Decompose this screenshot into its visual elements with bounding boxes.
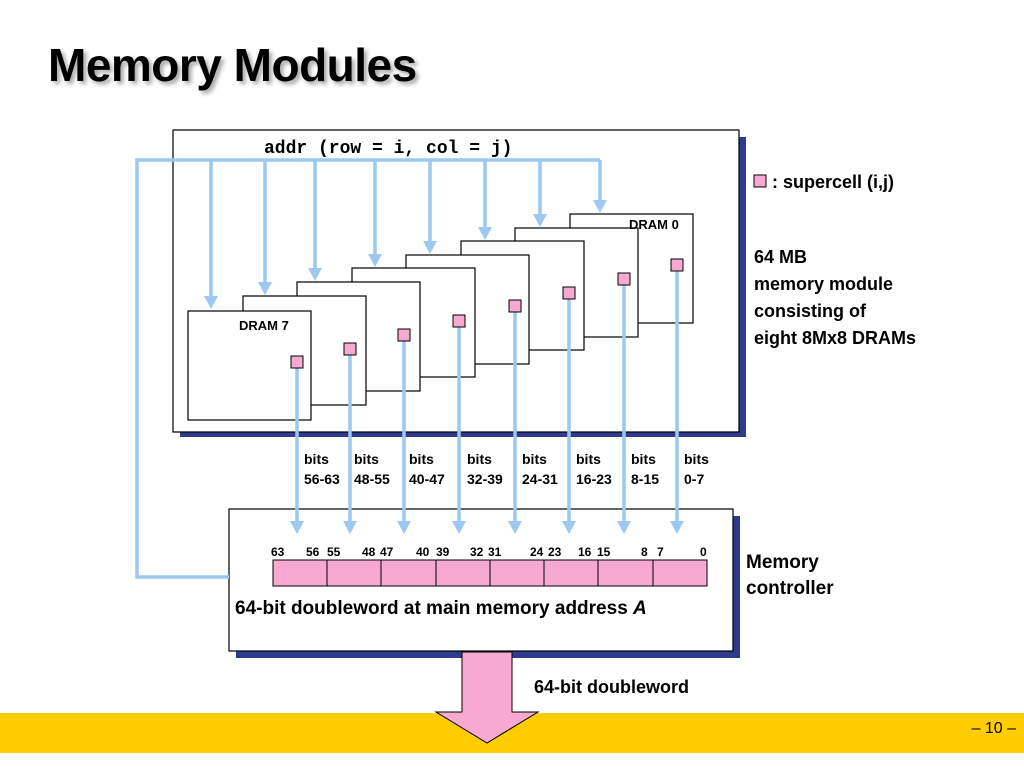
output-label: 64-bit doubleword [534, 677, 689, 697]
svg-text:63: 63 [271, 545, 285, 559]
slide-title: Memory Modules [48, 39, 417, 91]
supercell-dram-7 [290, 355, 304, 369]
page-number: – 10 – [971, 720, 1016, 737]
legend-label: : supercell (i,j) [772, 172, 894, 192]
byte-cell-0 [652, 559, 708, 587]
supercell-dram-1 [617, 272, 631, 286]
byte-cell-7 [272, 559, 328, 587]
supercell-dram-3 [508, 299, 522, 313]
output-arrow [434, 651, 540, 744]
byte-cell-5 [380, 559, 437, 587]
legend-supercell-swatch [753, 174, 767, 188]
svg-text:23: 23 [548, 545, 562, 559]
supercells [290, 258, 684, 369]
svg-text:31: 31 [488, 545, 502, 559]
module-desc-line-1: 64 MB [754, 247, 807, 267]
svg-text:40: 40 [416, 545, 430, 559]
svg-text:56: 56 [306, 545, 320, 559]
svg-text:bits: bits [409, 451, 434, 467]
byte-cell-2 [543, 559, 599, 587]
dram-0-label: DRAM 0 [629, 217, 679, 232]
svg-text:bits: bits [522, 451, 547, 467]
dram-chips [187, 213, 694, 421]
svg-text:0-7: 0-7 [684, 471, 704, 487]
module-desc-line-3: consisting of [754, 301, 867, 321]
supercell-dram-4 [452, 314, 466, 328]
svg-text:bits: bits [467, 451, 492, 467]
svg-text:16-23: 16-23 [576, 471, 612, 487]
supercell-dram-6 [343, 342, 357, 356]
svg-text:15: 15 [597, 545, 611, 559]
svg-text:47: 47 [380, 545, 394, 559]
svg-text:0: 0 [700, 545, 707, 559]
svg-text:bits: bits [304, 451, 329, 467]
bit-position-numbers: 63 56 55 48 47 40 39 32 31 24 23 16 15 8… [271, 545, 707, 559]
svg-text:bits: bits [684, 451, 709, 467]
addr-label: addr (row = i, col = j) [264, 139, 512, 159]
svg-text:56-63: 56-63 [304, 471, 340, 487]
svg-text:55: 55 [327, 545, 341, 559]
svg-text:40-47: 40-47 [409, 471, 445, 487]
svg-text:24: 24 [530, 545, 544, 559]
data-lines [290, 271, 684, 534]
svg-text:24-31: 24-31 [522, 471, 558, 487]
address-feedback-bus [135, 158, 229, 579]
bit-group-labels: bits 56-63 bits 48-55 bits 40-47 bits 32… [304, 451, 709, 487]
svg-text:32-39: 32-39 [467, 471, 503, 487]
supercell-dram-0 [670, 258, 684, 272]
svg-text:bits: bits [354, 451, 379, 467]
doubleword-caption: 64-bit doubleword at main memory address… [235, 598, 647, 619]
svg-text:39: 39 [436, 545, 450, 559]
svg-text:16: 16 [578, 545, 592, 559]
module-desc-line-2: memory module [754, 274, 893, 294]
svg-text:bits: bits [576, 451, 601, 467]
module-description: 64 MB memory module consisting of eight … [754, 247, 916, 348]
svg-text:8-15: 8-15 [631, 471, 659, 487]
doubleword-register [272, 559, 708, 587]
byte-cell-6 [326, 559, 382, 587]
supercell-dram-5 [397, 328, 411, 342]
byte-cell-4 [435, 559, 491, 587]
module-desc-line-4: eight 8Mx8 DRAMs [754, 328, 916, 348]
svg-text:48: 48 [362, 545, 376, 559]
controller-label-line-2: controller [746, 578, 834, 599]
svg-text:32: 32 [470, 545, 484, 559]
svg-text:8: 8 [641, 545, 648, 559]
supercell-dram-2 [562, 286, 576, 300]
controller-label-line-1: Memory [746, 552, 819, 573]
svg-text:bits: bits [631, 451, 656, 467]
svg-text:48-55: 48-55 [354, 471, 390, 487]
address-arrows [204, 160, 607, 309]
svg-text:7: 7 [657, 545, 664, 559]
dram-7-label: DRAM 7 [239, 318, 289, 333]
